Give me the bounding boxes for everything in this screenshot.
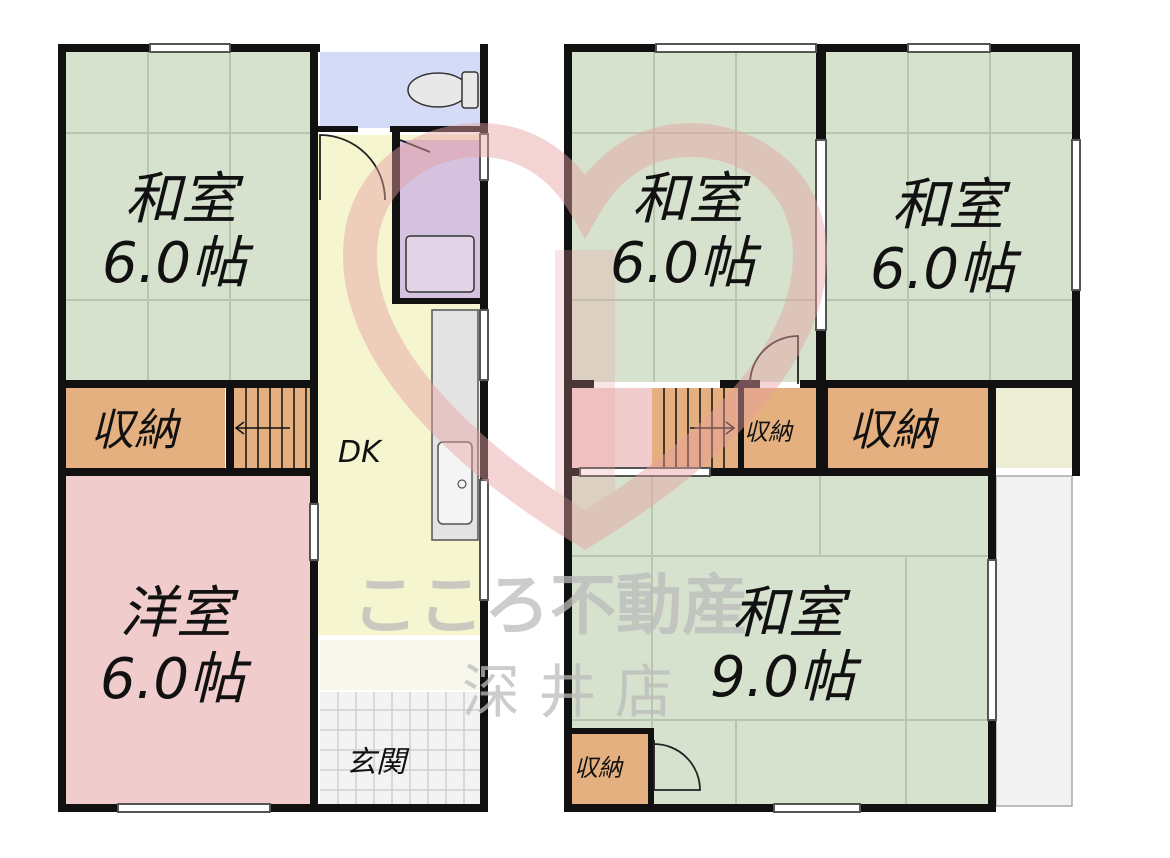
washitsu-2f-b-fill — [826, 52, 1072, 382]
first-floor — [58, 43, 489, 813]
storage-2f-small-fill — [742, 388, 822, 468]
washitsu-1f-size: 6.0帖 — [102, 231, 254, 296]
labels: 和室 6.0帖 収納 DK 洋室 6.0帖 玄関 和室 6.0帖 和室 6.0帖… — [90, 167, 1022, 782]
washitsu-1f-fill — [65, 52, 313, 382]
storage-1f-fill — [65, 388, 225, 468]
washitsu-2f-b-size: 6.0帖 — [870, 237, 1022, 302]
storage-1f-label: 収納 — [90, 405, 182, 456]
balcony — [995, 475, 1073, 807]
youshitsu-fill — [65, 475, 315, 805]
youshitsu-name: 洋室 — [120, 581, 239, 646]
youshitsu-size: 6.0帖 — [100, 647, 252, 712]
storage-2f-corner-label: 収納 — [574, 754, 624, 782]
storage-2f-corner-fill — [572, 734, 648, 806]
washitsu-2f-a-size: 6.0帖 — [610, 231, 762, 296]
storage-2f-small-label: 収納 — [744, 418, 794, 446]
dk-label: DK — [338, 435, 383, 470]
washitsu-2f-a-fill — [572, 52, 816, 382]
watermark-branch: 深 井 店 — [462, 658, 673, 726]
washitsu-2f-a-name: 和室 — [632, 167, 751, 232]
bath-fill — [398, 140, 482, 228]
washitsu-2f-c-size: 9.0帖 — [710, 645, 862, 710]
second-floor — [564, 43, 1081, 813]
washitsu-1f-name: 和室 — [125, 167, 244, 232]
storage-2f-large-label: 収納 — [848, 405, 940, 456]
washitsu-2f-b-name: 和室 — [892, 173, 1011, 238]
watermark — [342, 122, 828, 550]
entrance-label: 玄関 — [346, 745, 410, 780]
sink-icon — [437, 441, 473, 525]
storage-2f-large-fill — [828, 388, 988, 468]
toilet-icon — [407, 72, 469, 108]
bathtub-icon — [405, 235, 475, 293]
watermark-brand: こころ不動産 — [352, 567, 748, 644]
heart-logo-icon — [342, 122, 828, 550]
washitsu-2f-c-name: 和室 — [732, 581, 851, 646]
